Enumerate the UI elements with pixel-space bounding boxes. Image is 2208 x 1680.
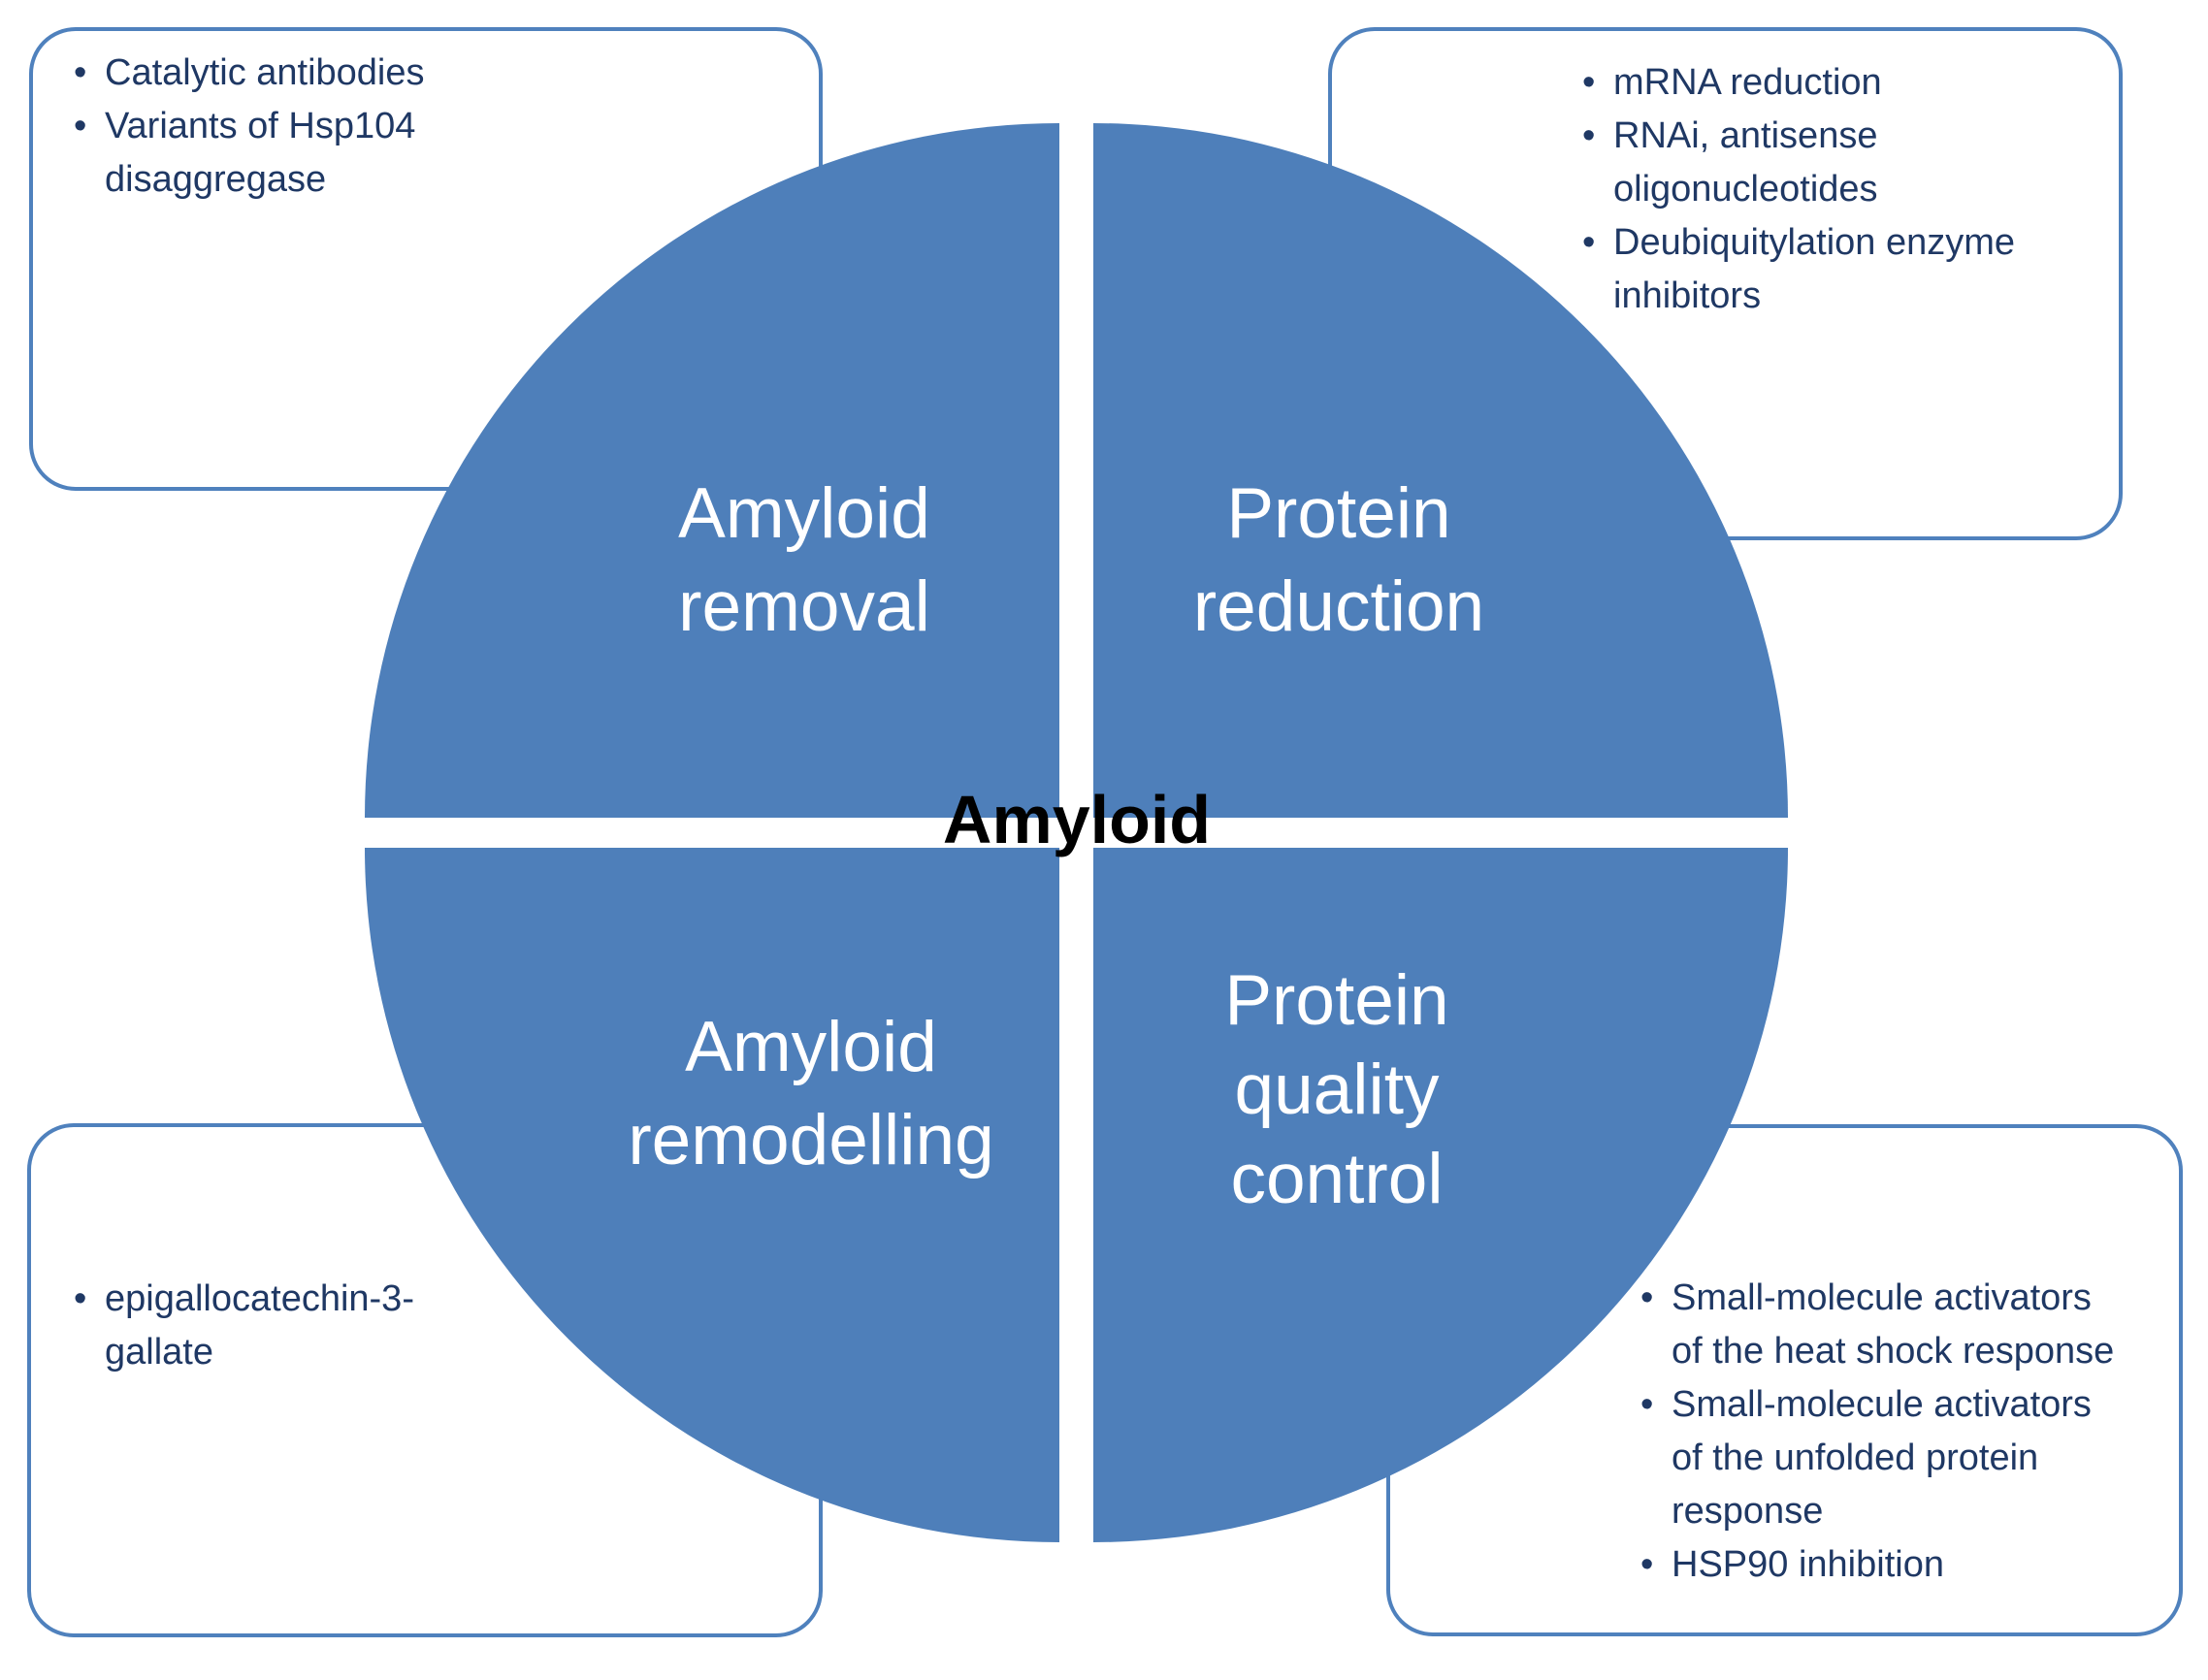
list-item: mRNA reduction — [1582, 56, 2058, 110]
quadrant-label-amyloid-remodelling: Amyloid remodelling — [628, 1008, 994, 1179]
bullet-list-bottom-left: epigallocatechin-3-gallate — [74, 1273, 520, 1379]
list-item: Deubiquitylation enzyme inhibitors — [1582, 216, 2058, 323]
bullet-list-top-right: mRNA reduction RNAi, antisense oligonucl… — [1582, 56, 2058, 323]
bullet-list-bottom-right: Small-molecule activators of the heat sh… — [1640, 1272, 2116, 1592]
list-item: RNAi, antisense oligonucleotides — [1582, 110, 2058, 216]
list-item: Catalytic antibodies — [74, 47, 510, 100]
list-item: epigallocatechin-3-gallate — [74, 1273, 520, 1379]
quadrant-label-protein-quality-control: Protein quality control — [1224, 961, 1449, 1218]
list-item: Small-molecule activators of the heat sh… — [1640, 1272, 2116, 1378]
list-item: HSP90 inhibition — [1640, 1538, 2116, 1592]
list-item: Small-molecule activators of the unfolde… — [1640, 1378, 2116, 1538]
center-label-amyloid: Amyloid — [942, 782, 1212, 857]
quadrant-label-amyloid-removal: Amyloid removal — [678, 474, 930, 646]
quadrant-label-protein-reduction: Protein reduction — [1192, 474, 1485, 646]
bullet-list-top-left: Catalytic antibodies Variants of Hsp104 … — [74, 47, 510, 207]
list-item: Variants of Hsp104 disaggregase — [74, 100, 510, 207]
